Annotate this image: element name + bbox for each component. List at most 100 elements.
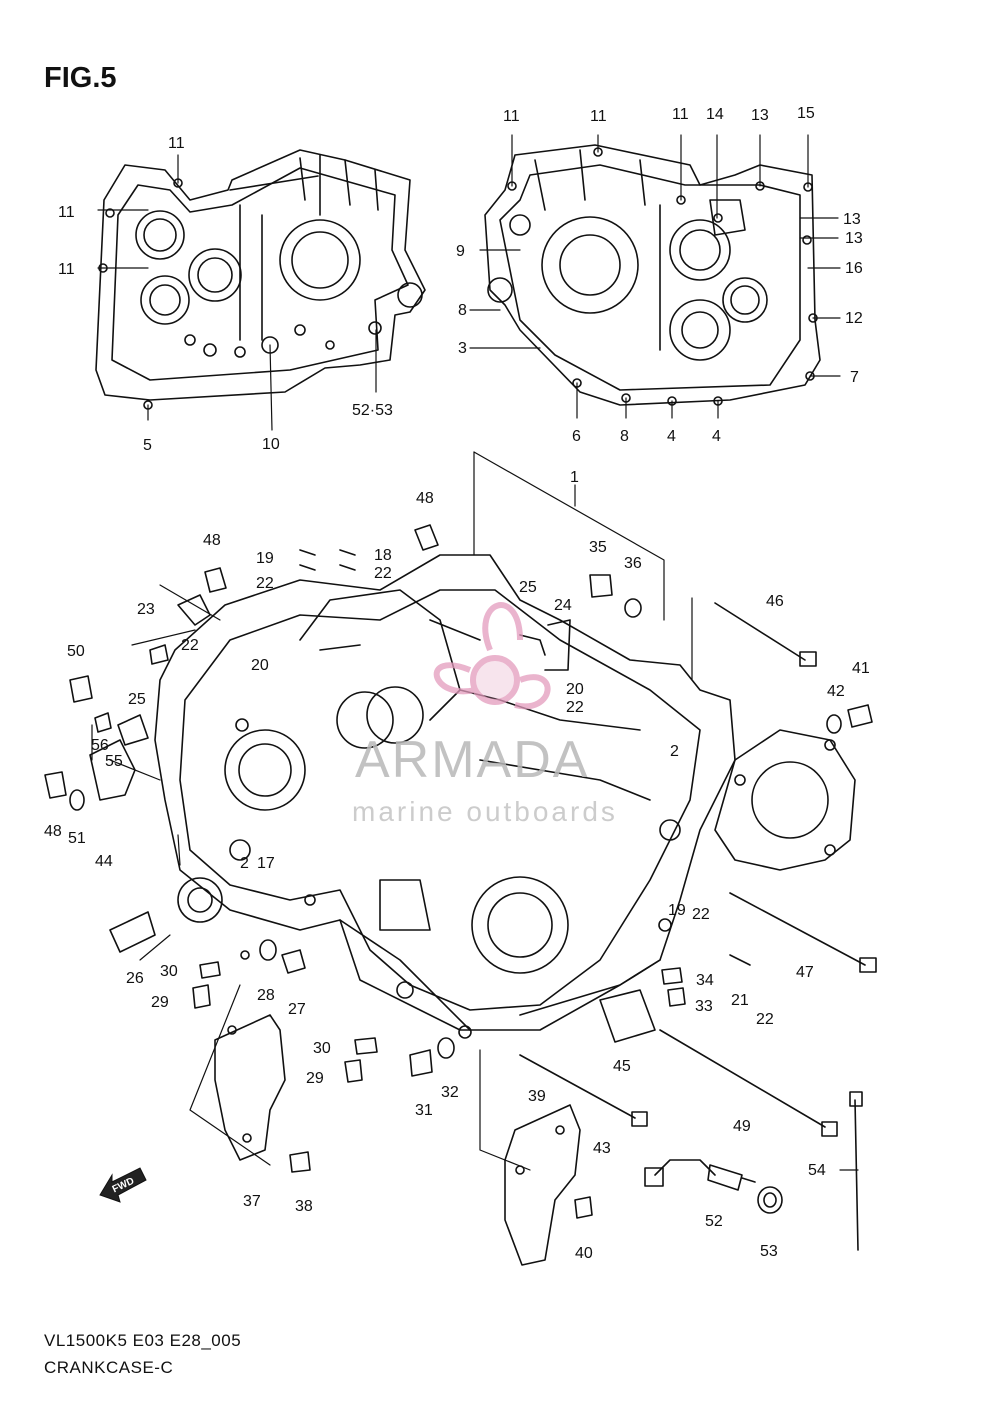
callout: 13	[845, 230, 863, 247]
callout: 22	[256, 575, 274, 592]
side-cover	[714, 729, 856, 871]
callout: 47	[796, 964, 814, 981]
callout: 4	[667, 428, 676, 445]
callout: 31	[415, 1102, 433, 1119]
callout: 6	[572, 428, 581, 445]
callout: 39	[528, 1088, 546, 1105]
callout: 12	[845, 310, 863, 327]
callout: 16	[845, 260, 863, 277]
figure-title: FIG.5	[44, 62, 117, 94]
callout: 25	[128, 691, 146, 708]
bolt-43-head	[631, 1111, 648, 1127]
cable-tie-54-head	[849, 1091, 863, 1107]
callout: 52·53	[352, 402, 393, 419]
callout: 27	[288, 1001, 306, 1018]
callout: 46	[766, 593, 784, 610]
callout: 10	[262, 436, 280, 453]
callout: 2	[670, 743, 679, 760]
callout: 55	[105, 753, 123, 770]
fwd-arrow-icon	[99, 1167, 147, 1203]
bolt-47	[729, 892, 866, 966]
callout: 14	[706, 106, 724, 123]
callout: 15	[797, 105, 815, 122]
callout: 9	[456, 243, 465, 260]
callout: 25	[519, 579, 537, 596]
crankcase-right-half-view	[484, 144, 821, 406]
callout: 20	[566, 681, 584, 698]
bolt-46-head	[799, 651, 817, 667]
callout: 23	[137, 601, 155, 618]
callout: 50	[67, 643, 85, 660]
callout: 17	[257, 855, 275, 872]
callout: 30	[313, 1040, 331, 1057]
guard-plate-left	[214, 1014, 286, 1161]
callout: 30	[160, 963, 178, 980]
watermark-tagline: marine outboards	[352, 796, 618, 827]
hardware-parts	[44, 524, 873, 1219]
callout: 7	[850, 369, 859, 386]
sensor-52	[644, 1159, 756, 1191]
bolt-46	[714, 602, 806, 661]
leader-lines	[91, 134, 859, 1171]
callout: 56	[91, 737, 109, 754]
callout: 26	[126, 970, 144, 987]
callout-labels: 11 11 11 5 10 52·53 11 11 11 14 13 15 9 …	[44, 105, 870, 1262]
crankcase-left-half-view	[95, 149, 426, 410]
callout: 51	[68, 830, 86, 847]
callout: 18	[374, 547, 392, 564]
callout: 41	[852, 660, 870, 677]
callout: 5	[143, 437, 152, 454]
callout: 24	[554, 597, 572, 614]
bolt-49	[659, 1029, 826, 1128]
callout: 8	[458, 302, 467, 319]
callout: 11	[672, 106, 689, 123]
watermark-brand: ARMADA	[355, 731, 590, 789]
callout: 19	[256, 550, 274, 567]
callout: 53	[760, 1243, 778, 1260]
callout: 22	[692, 906, 710, 923]
callout: 38	[295, 1198, 313, 1215]
section-name: CRANKCASE-C	[44, 1358, 174, 1377]
washer-53	[757, 1186, 783, 1214]
callout: 37	[243, 1193, 261, 1210]
callout: 22	[566, 699, 584, 716]
callout: 8	[620, 428, 629, 445]
callout: 29	[306, 1070, 324, 1087]
callout: 22	[374, 565, 392, 582]
bolt-49-head	[821, 1121, 838, 1137]
callout: 40	[575, 1245, 593, 1262]
callout: 48	[203, 532, 221, 549]
watermark-logo	[433, 602, 551, 710]
callout: 48	[416, 490, 434, 507]
callout: 13	[751, 107, 769, 124]
callout: 19	[668, 902, 686, 919]
bolt-43	[519, 1054, 636, 1119]
callout: 54	[808, 1162, 826, 1179]
callout: 43	[593, 1140, 611, 1157]
callout: 28	[257, 987, 275, 1004]
guard-plate-bottom	[504, 1104, 581, 1266]
washer-53-inner	[763, 1192, 777, 1208]
callout: 35	[589, 539, 607, 556]
callout: 22	[756, 1011, 774, 1028]
callout: 2	[240, 855, 249, 872]
callout: 29	[151, 994, 169, 1011]
callout: 20	[251, 657, 269, 674]
callout: 4	[712, 428, 721, 445]
callout: 22	[181, 637, 199, 654]
callout: 11	[168, 135, 185, 152]
cable-tie-54	[854, 1099, 859, 1251]
callout: 48	[44, 823, 62, 840]
callout: 42	[827, 683, 845, 700]
callout: 44	[95, 853, 113, 870]
callout: 45	[613, 1058, 631, 1075]
callout: 34	[696, 972, 714, 989]
callout: 13	[843, 211, 861, 228]
callout: 49	[733, 1118, 751, 1135]
callout: 11	[58, 261, 75, 278]
callout: 21	[731, 992, 749, 1009]
callout: 32	[441, 1084, 459, 1101]
callout: 11	[58, 204, 75, 221]
bolt-47-head	[859, 957, 877, 973]
